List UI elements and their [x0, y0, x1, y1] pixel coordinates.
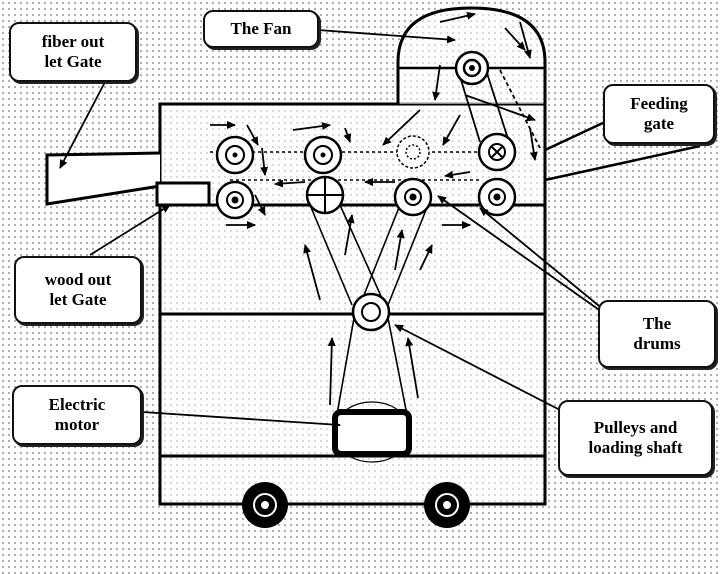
wheel-right [424, 482, 470, 528]
fiber-outlet-gate [45, 151, 161, 206]
label-electric-motor: Electric motor [12, 385, 142, 445]
wood-outlet-gate [155, 181, 211, 207]
electric-motor [332, 401, 412, 463]
feeding-gate [544, 120, 701, 182]
upper-drums [215, 132, 517, 175]
label-wood-outlet-gate: wood out let Gate [14, 256, 142, 324]
label-pulleys-and-loading-shaft: Pulleys and loading shaft [558, 400, 713, 476]
fan [454, 50, 490, 86]
drum-upper-2 [303, 135, 343, 175]
drum-upper-1 [215, 135, 255, 175]
drum-upper-3 [396, 135, 430, 169]
loading-shaft-pulley [351, 292, 391, 332]
wheels [242, 482, 470, 528]
drive-belts [309, 204, 429, 421]
drum-lower-4 [477, 177, 517, 217]
label-the-drums: The drums [598, 300, 716, 368]
flow-arrows [210, 11, 538, 406]
drum-upper-4 [477, 132, 517, 172]
label-the-fan: The Fan [203, 10, 319, 48]
drum-lower-1 [215, 180, 255, 220]
drum-lower-3 [393, 177, 433, 217]
drum-lower-2 [305, 175, 345, 215]
callout-pointers [59, 29, 611, 429]
label-feeding-gate: Feeding gate [603, 84, 715, 144]
wheel-left [242, 482, 288, 528]
lower-drums [215, 175, 517, 220]
label-fiber-outlet-gate: fiber out let Gate [9, 22, 137, 82]
